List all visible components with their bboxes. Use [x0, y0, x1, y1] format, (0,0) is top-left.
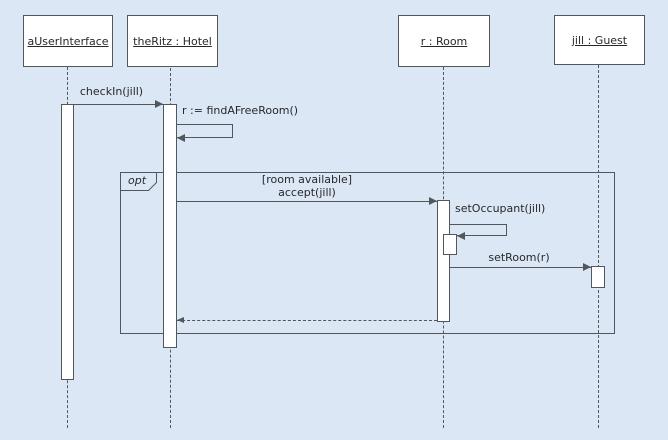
message-loop-findafreeroom	[177, 124, 233, 138]
object-label-auserinterface: aUserInterface	[27, 34, 109, 48]
object-box-room: r : Room	[398, 15, 490, 67]
message-line-return	[177, 320, 437, 321]
message-label-checkin: checkIn(jill)	[79, 85, 144, 98]
lifeline-jill	[598, 65, 599, 428]
object-label-theritz: theRitz : Hotel	[133, 34, 212, 48]
object-label-jill: jill : Guest	[571, 33, 628, 47]
fragment-operator-pentagon-icon	[120, 172, 157, 191]
message-loop-setoccupant	[450, 224, 507, 236]
object-box-theritz: theRitz : Hotel	[127, 15, 218, 67]
activation-bar-jill	[591, 266, 605, 288]
message-label-findafreeroom: r := findAFreeRoom()	[182, 104, 299, 117]
activation-bar-room-nested	[443, 234, 457, 255]
object-label-room: r : Room	[420, 34, 468, 48]
arrowhead-setroom-icon	[583, 263, 591, 271]
message-label-setroom: setRoom(r)	[488, 251, 550, 264]
fragment-guard-label: [room available]	[261, 173, 353, 186]
arrowhead-checkin-icon	[155, 100, 163, 108]
message-line-setroom	[450, 267, 591, 268]
fragment-operator-label: opt	[128, 174, 147, 187]
message-label-setoccupant: setOccupant(jill)	[455, 202, 546, 215]
activation-bar-theritz	[163, 104, 177, 348]
arrowhead-setoccupant-icon	[457, 232, 465, 240]
message-line-checkin	[74, 104, 163, 105]
message-line-accept	[177, 201, 437, 202]
opt-fragment: opt	[120, 172, 615, 334]
arrowhead-findafreeroom-icon	[177, 134, 185, 142]
activation-bar-auserinterface	[61, 104, 74, 380]
arrowhead-return-icon	[177, 317, 184, 323]
object-box-jill: jill : Guest	[554, 15, 645, 65]
object-box-auserinterface: aUserInterface	[23, 15, 113, 67]
message-label-accept: accept(jill)	[278, 186, 336, 199]
arrowhead-accept-icon	[429, 197, 437, 205]
activation-bar-room	[437, 200, 450, 322]
